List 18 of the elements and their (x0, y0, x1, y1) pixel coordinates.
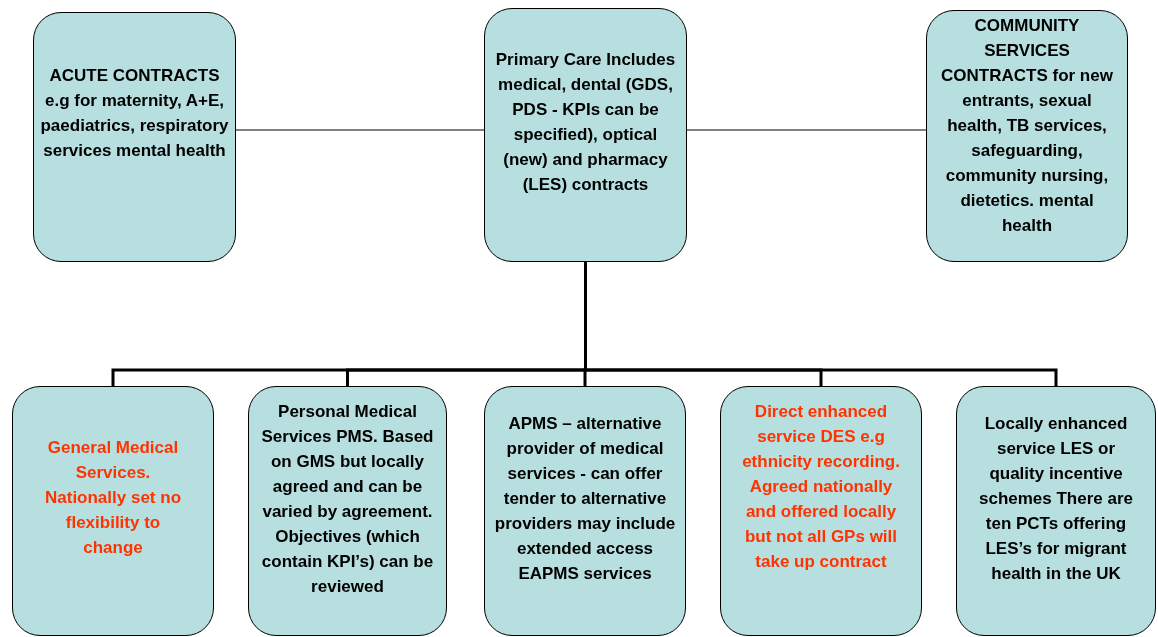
box-text: Direct enhanced service DES e.g ethnicity recording. Agreed nationally and offered locally but not all GPs will take up contract (741, 401, 901, 573)
box-text: Locally enhanced service LES or quality incentive schemes There are ten PCTs offering LES’s for migrant health in the UK (977, 413, 1134, 585)
box-text: Personal Medical Services PMS. Based on GMS but locally agreed and can be varied by agreement. Objectives (which contain KPI’s) can be reviewed (260, 401, 435, 598)
rounded-box (12, 386, 214, 636)
rounded-box (484, 8, 687, 262)
rounded-box (926, 10, 1128, 262)
box-text: General Medical Services. Nationally set no flexibility to change (44, 437, 182, 559)
connector-line (235, 129, 485, 131)
rounded-box (956, 386, 1156, 636)
connector-line (686, 129, 927, 131)
rounded-box (248, 386, 447, 636)
rounded-box (720, 386, 922, 636)
box-text: ACUTE CONTRACTS e.g for maternity, A+E, paediatrics, respiratory services mental health (39, 65, 230, 162)
box-text: APMS – alternative provider of medical services - can offer tender to alternative providers may include extended access EAPMS services (493, 413, 677, 585)
box-text: COMMUNITY SERVICES CONTRACTS for new entrants, sexual health, TB services, safeguarding, community nursing, dietetics. mental health (940, 15, 1114, 237)
rounded-box (484, 386, 686, 636)
box-text: Primary Care Includes medical, dental (GDS, PDS - KPIs can be specified), optical (new) and pharmacy (LES) contracts (495, 49, 676, 196)
rounded-box (33, 12, 236, 262)
